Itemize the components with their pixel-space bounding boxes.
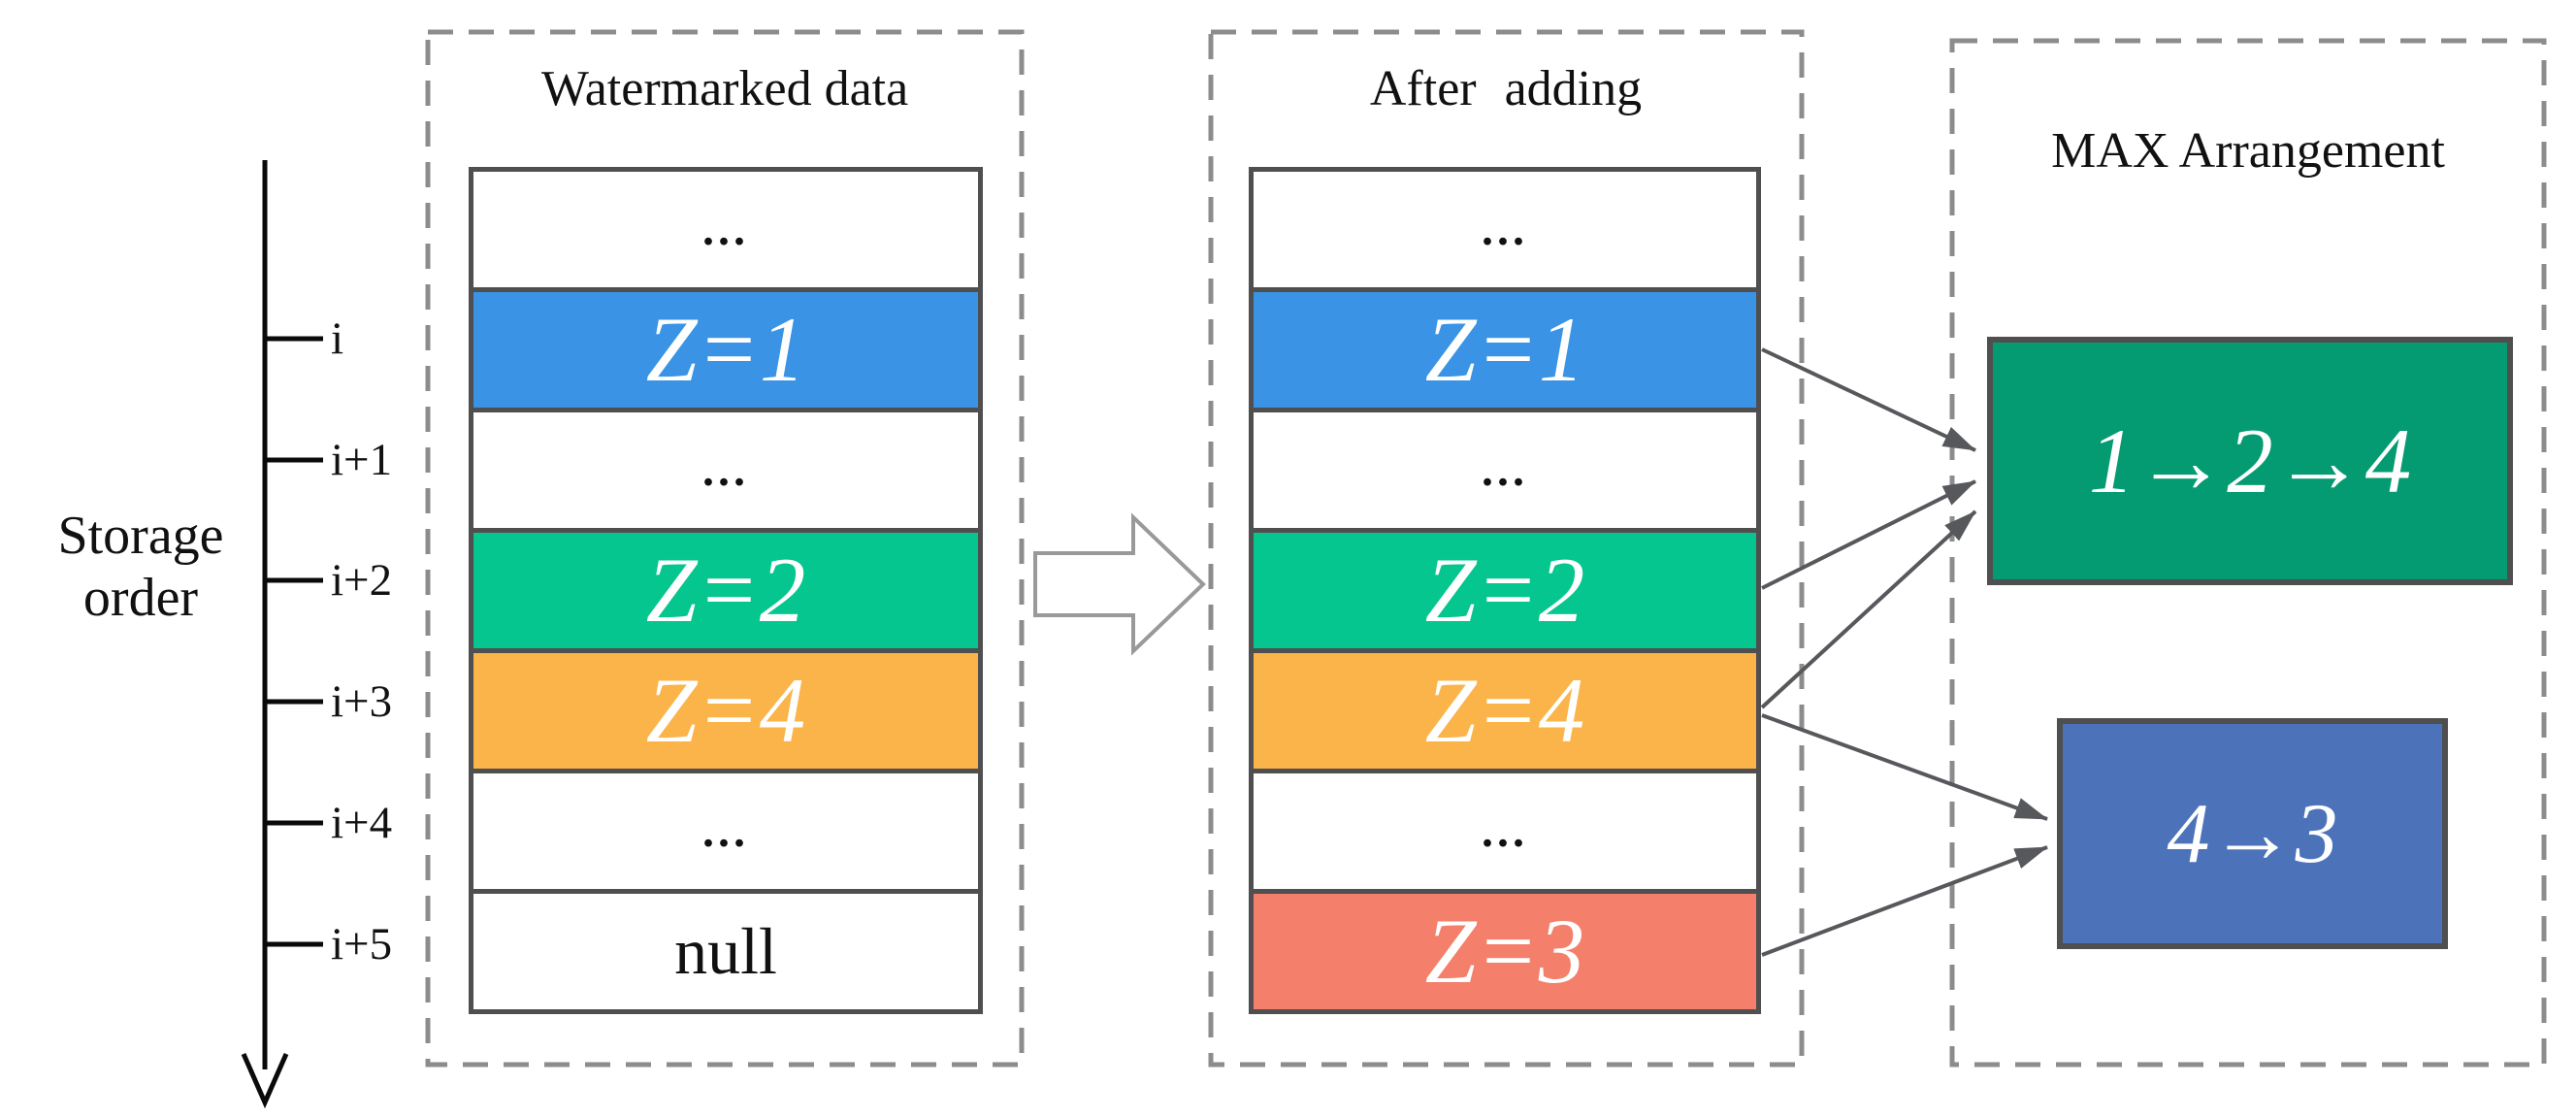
wm-row-ellipsis-1: ... bbox=[473, 172, 978, 292]
storage-axis-ticks bbox=[265, 336, 323, 947]
connector-arrows bbox=[1760, 347, 2048, 957]
arrow-z3-to-group43 bbox=[1761, 845, 2048, 957]
tick-label-i1: i+1 bbox=[331, 435, 393, 485]
max-group-4-3: 4→3 bbox=[2057, 718, 2448, 949]
storage-order-label-line2: order bbox=[82, 568, 199, 628]
tick-label-i5: i+5 bbox=[331, 919, 393, 969]
title-after-adding: After adding bbox=[1369, 61, 1643, 116]
wm-row-z2: Z=2 bbox=[473, 533, 978, 653]
storage-axis-arrowhead-icon bbox=[241, 1052, 289, 1109]
storage-order-label-line1: Storage bbox=[57, 506, 224, 566]
tick-label-i3: i+3 bbox=[331, 676, 393, 727]
aa-row-ellipsis-2: ... bbox=[1254, 412, 1756, 533]
arrow-z1-to-group124 bbox=[1761, 347, 1976, 452]
aa-row-z3: Z=3 bbox=[1254, 894, 1756, 1009]
tick-label-i2: i+2 bbox=[331, 555, 393, 606]
wm-row-ellipsis-3: ... bbox=[473, 773, 978, 894]
arrow-z4-to-group124 bbox=[1760, 509, 1977, 709]
tick-label-i: i bbox=[331, 313, 344, 364]
aa-row-z1: Z=1 bbox=[1254, 292, 1756, 412]
aa-row-z4: Z=4 bbox=[1254, 653, 1756, 773]
dashed-panel-watermarked bbox=[425, 29, 1025, 1068]
dashed-panel-max bbox=[1949, 38, 2547, 1068]
aa-row-ellipsis-1: ... bbox=[1254, 172, 1756, 292]
title-watermarked-data: Watermarked data bbox=[540, 61, 909, 116]
tick-label-i4: i+4 bbox=[331, 798, 393, 848]
wm-row-z1: Z=1 bbox=[473, 292, 978, 412]
arrow-z4-to-group43 bbox=[1761, 713, 2048, 821]
after-adding-table: ... Z=1 ... Z=2 Z=4 ... Z=3 bbox=[1249, 167, 1761, 1014]
watermarked-data-table: ... Z=1 ... Z=2 Z=4 ... null bbox=[469, 167, 983, 1014]
title-max-arrangement: MAX Arrangement bbox=[2051, 123, 2445, 179]
dashed-panel-after bbox=[1208, 29, 1805, 1068]
wm-row-ellipsis-2: ... bbox=[473, 412, 978, 533]
aa-row-z2: Z=2 bbox=[1254, 533, 1756, 653]
max-group-1-2-4: 1→2→4 bbox=[1987, 337, 2513, 585]
wm-row-z4: Z=4 bbox=[473, 653, 978, 773]
wm-row-null: null bbox=[473, 894, 978, 1009]
arrow-z2-to-group124 bbox=[1761, 479, 1976, 590]
aa-row-ellipsis-3: ... bbox=[1254, 773, 1756, 894]
storage-order-label: Storage order bbox=[10, 505, 272, 629]
transform-arrow-icon bbox=[1033, 512, 1206, 656]
